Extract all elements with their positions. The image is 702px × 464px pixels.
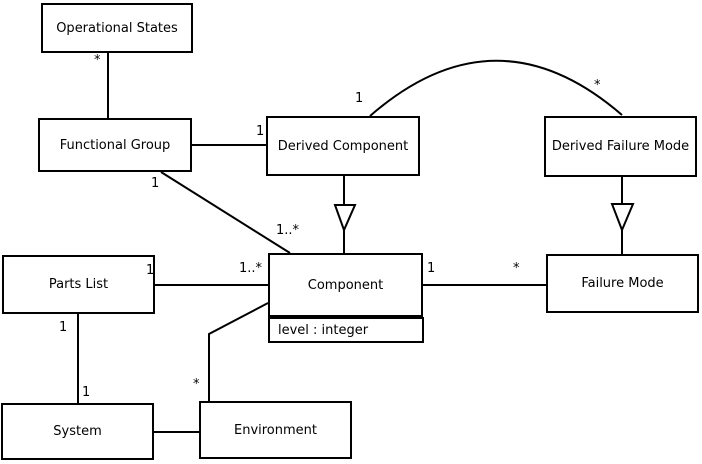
multiplicity-component-end-diagonal: 1..* [276,223,300,238]
class-name: Component [307,277,384,293]
class-name: Environment [233,422,317,438]
edge-functional-group-component [160,171,291,254]
generalization-triangle-icon [610,203,635,233]
multiplicity-arc-derived-component-end: 1 [355,91,364,106]
generalization-derived-failure-mode-failure-mode [610,177,635,254]
class-attribute: level : integer [278,322,369,338]
class-name: Operational States [56,20,178,36]
class-name: Failure Mode [581,276,664,291]
class-box-derived-failure-mode: Derived Failure Mode [544,116,697,177]
multiplicity-component-end-failure-mode: 1 [427,261,436,276]
class-box-failure-mode: Failure Mode [546,254,699,313]
multiplicity-operational-states-end: * [94,53,101,68]
class-box-operational-states: Operational States [41,3,193,53]
multiplicity-parts-list-bottom-end: 1 [59,320,68,335]
class-name: Functional Group [59,137,171,153]
class-box-parts-list: Parts List [2,255,155,314]
multiplicity-parts-list-end: 1 [146,263,155,278]
multiplicity-system-end: 1 [82,385,91,400]
generalization-derived-component-component [333,176,357,253]
multiplicity-failure-mode-end: * [513,261,520,276]
edge-derived-component-derived-failure-mode-arc [369,59,623,117]
class-name: Parts List [48,277,109,292]
multiplicity-component-end-parts-list: 1..* [239,261,263,276]
class-name: Derived Failure Mode [551,139,690,154]
class-name: System [53,424,102,439]
class-box-derived-component: Derived Component [266,116,420,176]
class-box-environment: Environment [199,401,352,459]
multiplicity-arc-derived-failure-mode-end: * [594,78,601,93]
generalization-triangle-icon [333,204,357,233]
edge-environment-component [208,302,269,401]
multiplicity-environment-end: * [193,377,200,392]
multiplicity-functional-group-end: 1 [151,176,160,191]
class-box-component: Component [268,253,423,317]
class-name: Derived Component [277,138,409,154]
multiplicity-derived-component-end: 1 [256,124,265,139]
class-box-system: System [1,403,154,460]
class-box-component-attributes: level : integer [268,317,424,343]
class-box-functional-group: Functional Group [38,118,192,172]
